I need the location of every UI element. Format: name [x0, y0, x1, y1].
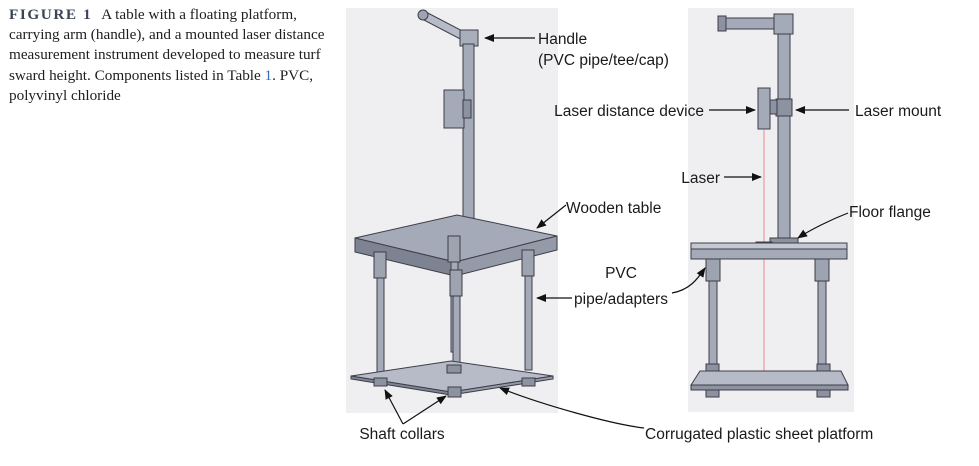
vertical-pipe [777, 33, 791, 241]
isometric-render [346, 8, 558, 413]
laser-device [443, 89, 472, 129]
shaft-collars-render [705, 363, 831, 398]
annotation-labels: Handle (PVC pipe/tee/cap) Wooden table P… [359, 31, 942, 443]
table-legs [373, 235, 535, 374]
label-floor-flange: Floor flange [849, 204, 931, 221]
table-legs [705, 258, 830, 374]
laser-mount [775, 98, 793, 117]
label-laser-mount: Laser mount [855, 103, 942, 120]
annotation-arrows [384, 34, 849, 429]
figure-label: FIGURE 1 [9, 6, 93, 23]
caption-text-end: . PVC, polyvinyl chloride [9, 66, 314, 104]
label-laser-device: Laser distance device [554, 103, 704, 120]
floor-flange [769, 237, 799, 244]
corrugated-platform [690, 370, 849, 391]
figure-caption: FIGURE 1 A table with a floating platfor… [9, 5, 327, 106]
label-handle: Handle [538, 31, 587, 48]
table-reference-link[interactable]: 1 [264, 66, 273, 84]
label-laser: Laser [681, 170, 720, 187]
vertical-pipe [462, 43, 475, 221]
label-handle-detail: (PVC pipe/tee/cap) [538, 52, 669, 69]
handle-arm [717, 13, 794, 35]
label-wooden-table: Wooden table [566, 200, 661, 217]
caption-text: A table with a floating platform, carryi… [9, 6, 325, 84]
laser-device [757, 87, 778, 130]
wooden-table [690, 242, 848, 260]
label-pvc: PVC [605, 265, 637, 282]
label-pvc-pipe-adapters: pipe/adapters [574, 291, 668, 308]
front-render [688, 8, 854, 412]
label-platform: Corrugated plastic sheet platform [645, 426, 873, 443]
label-shaft-collars: Shaft collars [359, 426, 445, 443]
shaft-collars-render [373, 364, 536, 398]
